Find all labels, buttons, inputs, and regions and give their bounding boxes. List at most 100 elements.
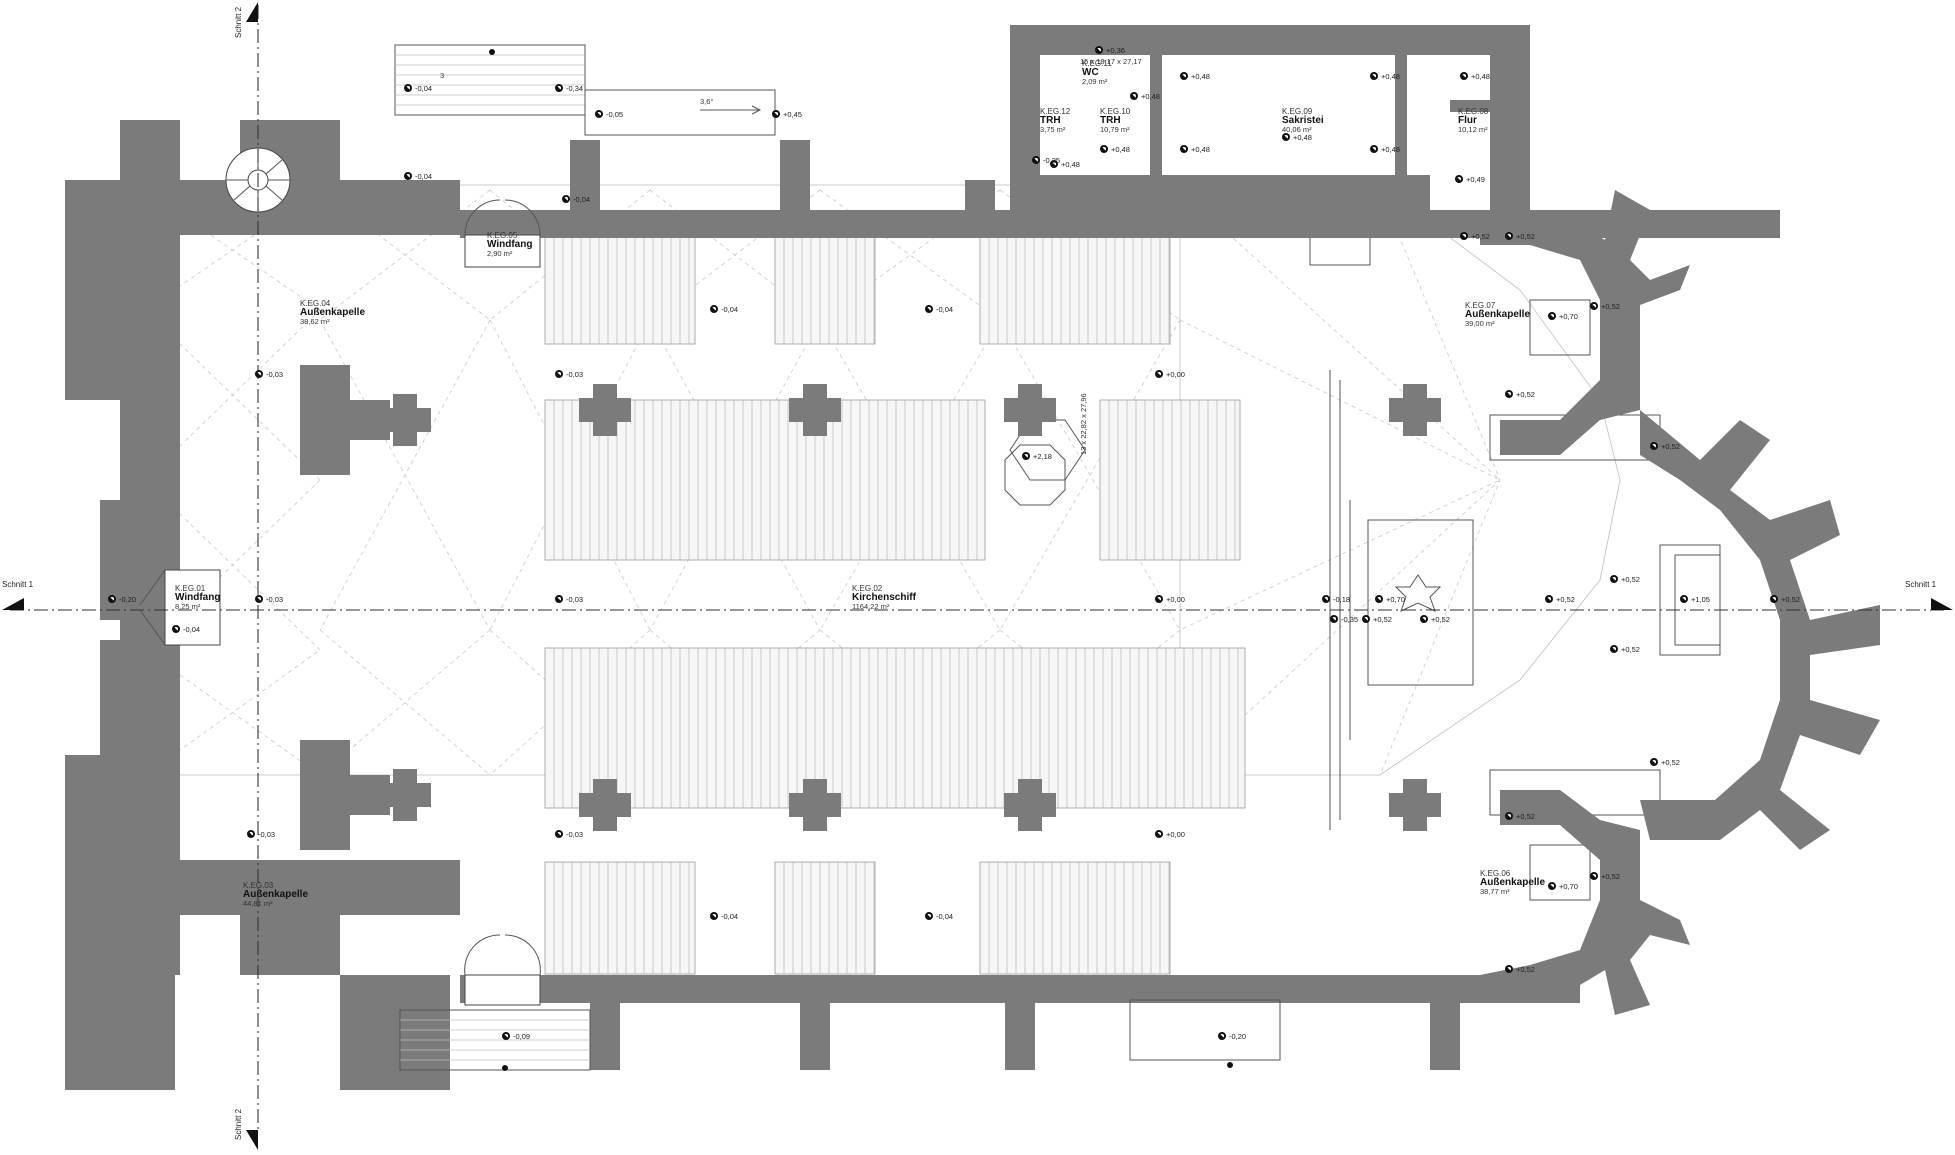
room-area: 10,79 m² — [1100, 125, 1130, 134]
level-marker: +0,48 — [1460, 72, 1490, 82]
level-marker: +0,52 — [1770, 595, 1800, 605]
level-marker-icon — [562, 195, 570, 203]
level-marker: -0,04 — [562, 195, 590, 205]
level-marker-icon — [404, 172, 412, 180]
level-marker: +0,52 — [1505, 965, 1535, 975]
level-marker-icon — [1362, 615, 1370, 623]
level-marker: +0,52 — [1420, 615, 1450, 625]
room-code: K.EG.07 — [1465, 301, 1496, 310]
room-code: K.EG.11 — [1082, 59, 1112, 68]
church-walls — [65, 25, 1880, 1090]
room-area: 8,25 m² — [175, 602, 201, 611]
level-marker-icon — [172, 625, 180, 633]
level-marker: -0,04 — [710, 305, 738, 315]
column — [579, 779, 631, 831]
level-marker-icon — [710, 305, 718, 313]
room-area: 39,00 m² — [1465, 319, 1495, 328]
room-name: WC — [1082, 67, 1099, 78]
level-marker-icon — [1650, 442, 1658, 450]
level-marker-icon — [925, 912, 933, 920]
room-code: K.EG.06 — [1480, 869, 1511, 878]
level-marker: +0,48 — [1282, 133, 1312, 143]
room-label-k-eg-07: K.EG.07 Außenkapelle 39,00 m² — [1465, 302, 1530, 328]
level-marker-icon — [1322, 595, 1330, 603]
exterior-steps — [394, 44, 1281, 1071]
level-marker-icon — [1460, 72, 1468, 80]
level-marker-icon — [1680, 595, 1688, 603]
level-marker: +0,52 — [1505, 232, 1535, 242]
level-marker: -0,04 — [404, 84, 432, 94]
level-marker: +0,70 — [1375, 595, 1405, 605]
level-marker: -0,03 — [555, 830, 583, 840]
room-area: 2,90 m² — [487, 249, 513, 258]
room-name: Außenkapelle — [300, 307, 366, 318]
room-code: K.EG.08 — [1458, 107, 1489, 116]
tower-stair-dimension: 13 x 22,82 x 27,96 — [1079, 393, 1088, 455]
level-marker-icon — [710, 912, 718, 920]
section-2-bottom-label: Schnitt 2 — [234, 1108, 243, 1140]
level-marker: +0,70 — [1548, 312, 1578, 322]
room-code: K.EG.02 — [852, 584, 883, 593]
column — [1389, 779, 1441, 831]
columns — [379, 384, 1441, 831]
level-marker: +0,00 — [1155, 370, 1185, 380]
level-marker-icon — [1590, 302, 1598, 310]
level-marker: +0,52 — [1650, 758, 1680, 768]
level-marker-icon — [1455, 175, 1463, 183]
level-marker: -0,34 — [555, 84, 583, 94]
level-marker-icon — [555, 84, 563, 92]
level-marker: -0,04 — [925, 305, 953, 315]
room-code: K.EG.01 — [175, 584, 206, 593]
level-marker: +1,05 — [1680, 595, 1710, 605]
level-marker-icon — [555, 370, 563, 378]
level-marker: -0,05 — [595, 110, 623, 120]
column — [379, 769, 431, 821]
section-1-right-label: Schnitt 1 — [1905, 580, 1937, 589]
level-marker-icon — [1590, 872, 1598, 880]
level-marker-icon — [247, 830, 255, 838]
level-marker-icon — [1650, 758, 1658, 766]
room-code: K.EG.09 — [1282, 107, 1313, 116]
room-label-k-eg-11: K.EG.11 WC 2,09 m² — [1082, 60, 1112, 86]
level-marker: +0,70 — [1548, 882, 1578, 892]
room-name: Außenkapelle — [243, 889, 309, 900]
level-marker: +0,48 — [1130, 92, 1160, 102]
room-name: TRH — [1040, 115, 1061, 126]
level-marker-icon — [925, 305, 933, 313]
level-marker-icon — [1545, 595, 1553, 603]
level-marker-icon — [1505, 812, 1513, 820]
level-marker: -0,04 — [172, 625, 200, 635]
room-label-k-eg-03: K.EG.03 Außenkapelle 44,81 m² — [243, 882, 308, 908]
room-code: K.EG.12 — [1040, 107, 1071, 116]
level-marker-icon — [1370, 72, 1378, 80]
column — [379, 394, 431, 446]
level-marker-icon — [1155, 595, 1163, 603]
level-marker: +0,52 — [1505, 812, 1535, 822]
level-marker-icon — [1370, 145, 1378, 153]
level-marker: -0,25 — [1032, 156, 1060, 166]
level-marker-icon — [1282, 133, 1290, 141]
level-marker-icon — [1505, 232, 1513, 240]
room-area: 38,62 m² — [300, 317, 330, 326]
level-marker: +0,00 — [1155, 830, 1185, 840]
level-marker-icon — [1180, 72, 1188, 80]
doors — [139, 199, 541, 1006]
pew-slats — [553, 232, 1239, 974]
section-2-top-label: Schnitt 2 — [234, 6, 243, 38]
level-marker-icon — [1420, 615, 1428, 623]
level-marker-icon — [1130, 92, 1138, 100]
level-marker-icon — [108, 595, 116, 603]
level-marker-icon — [1095, 46, 1103, 54]
level-marker: +0,52 — [1650, 442, 1680, 452]
room-name: Außenkapelle — [1480, 877, 1546, 888]
level-marker-icon — [1180, 145, 1188, 153]
level-marker: +0,52 — [1460, 232, 1490, 242]
level-marker: -0,03 — [247, 830, 275, 840]
room-label-k-eg-05: K.EG.05 Windfang 2,90 m² — [487, 232, 532, 258]
room-area: 44,81 m² — [243, 899, 273, 908]
level-marker-icon — [1100, 145, 1108, 153]
level-marker-icon — [404, 84, 412, 92]
column — [789, 384, 841, 436]
room-area: 40,06 m² — [1282, 125, 1312, 134]
